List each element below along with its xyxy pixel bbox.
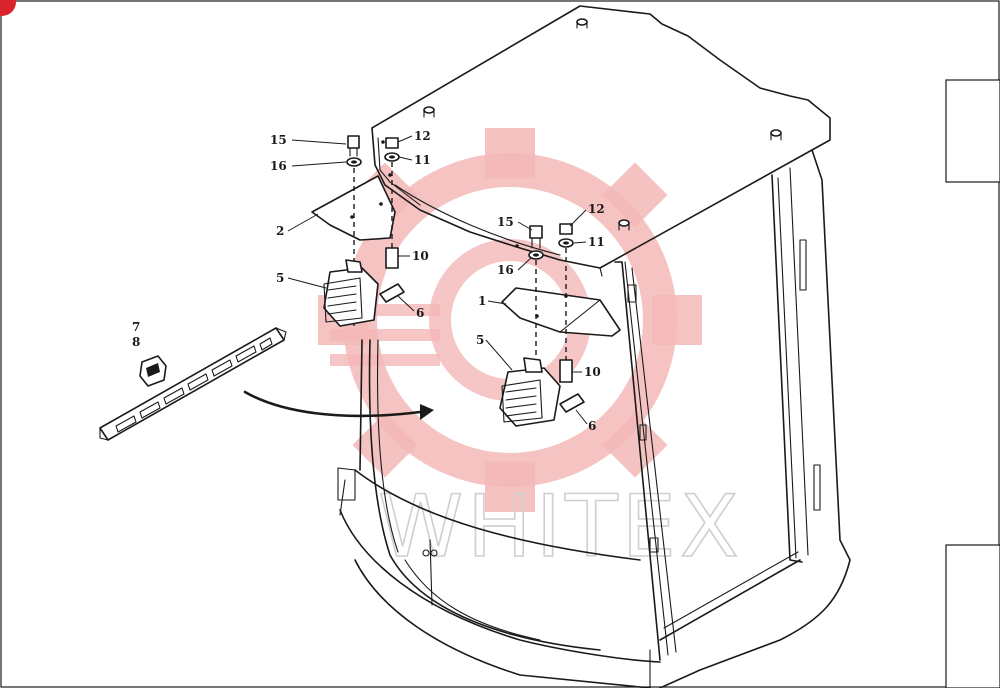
pin-6-right <box>559 393 585 413</box>
callout-labels: 15 16 12 11 2 10 5 6 7 8 15 12 11 16 1 5… <box>132 129 605 433</box>
watermark-text: WHITEX <box>378 477 743 577</box>
callout-5-right: 5 <box>476 333 484 347</box>
arrow-head-icon <box>420 404 434 420</box>
bolt-10-left <box>385 247 399 269</box>
callout-10-left: 10 <box>412 249 429 263</box>
nut-12-left <box>385 137 399 149</box>
callout-15-left: 15 <box>270 133 287 147</box>
callout-16-left: 16 <box>270 159 287 173</box>
bracket-1 <box>501 287 621 337</box>
callout-7: 7 <box>132 320 140 334</box>
callout-16-right: 16 <box>497 263 514 277</box>
rocker-switch-icon <box>139 355 167 387</box>
page-tab-bottom <box>945 544 1000 688</box>
corner-marker-icon <box>0 0 16 16</box>
callout-2: 2 <box>276 224 284 238</box>
cab-body <box>337 149 851 688</box>
callout-10-right: 10 <box>584 365 601 379</box>
nut-12-right <box>559 223 573 235</box>
callout-5-left: 5 <box>276 271 284 285</box>
cab-roof <box>371 5 831 277</box>
work-lamp-5-left <box>323 259 379 327</box>
work-lamp-5-right <box>499 357 561 427</box>
callout-12-right: 12 <box>588 202 605 216</box>
page-tab-top <box>945 79 1000 183</box>
callout-1: 1 <box>478 294 486 308</box>
callout-11-left: 11 <box>414 153 431 167</box>
callout-11-right: 11 <box>588 235 605 249</box>
bolt-15-right <box>529 225 543 239</box>
bolt-15-left <box>347 135 360 149</box>
callout-leaders <box>287 135 588 425</box>
callout-6-left: 6 <box>416 306 424 320</box>
direction-arrow <box>243 390 422 418</box>
bolt-10-right <box>559 359 573 383</box>
callout-6-right: 6 <box>588 419 596 433</box>
callout-12-left: 12 <box>414 129 431 143</box>
callout-15-right: 15 <box>497 215 514 229</box>
pin-6-left <box>379 283 405 303</box>
bracket-assembly-left <box>311 135 405 330</box>
switch-panel <box>99 327 287 441</box>
bracket-assembly-right <box>499 223 621 427</box>
callout-8: 8 <box>132 335 140 349</box>
